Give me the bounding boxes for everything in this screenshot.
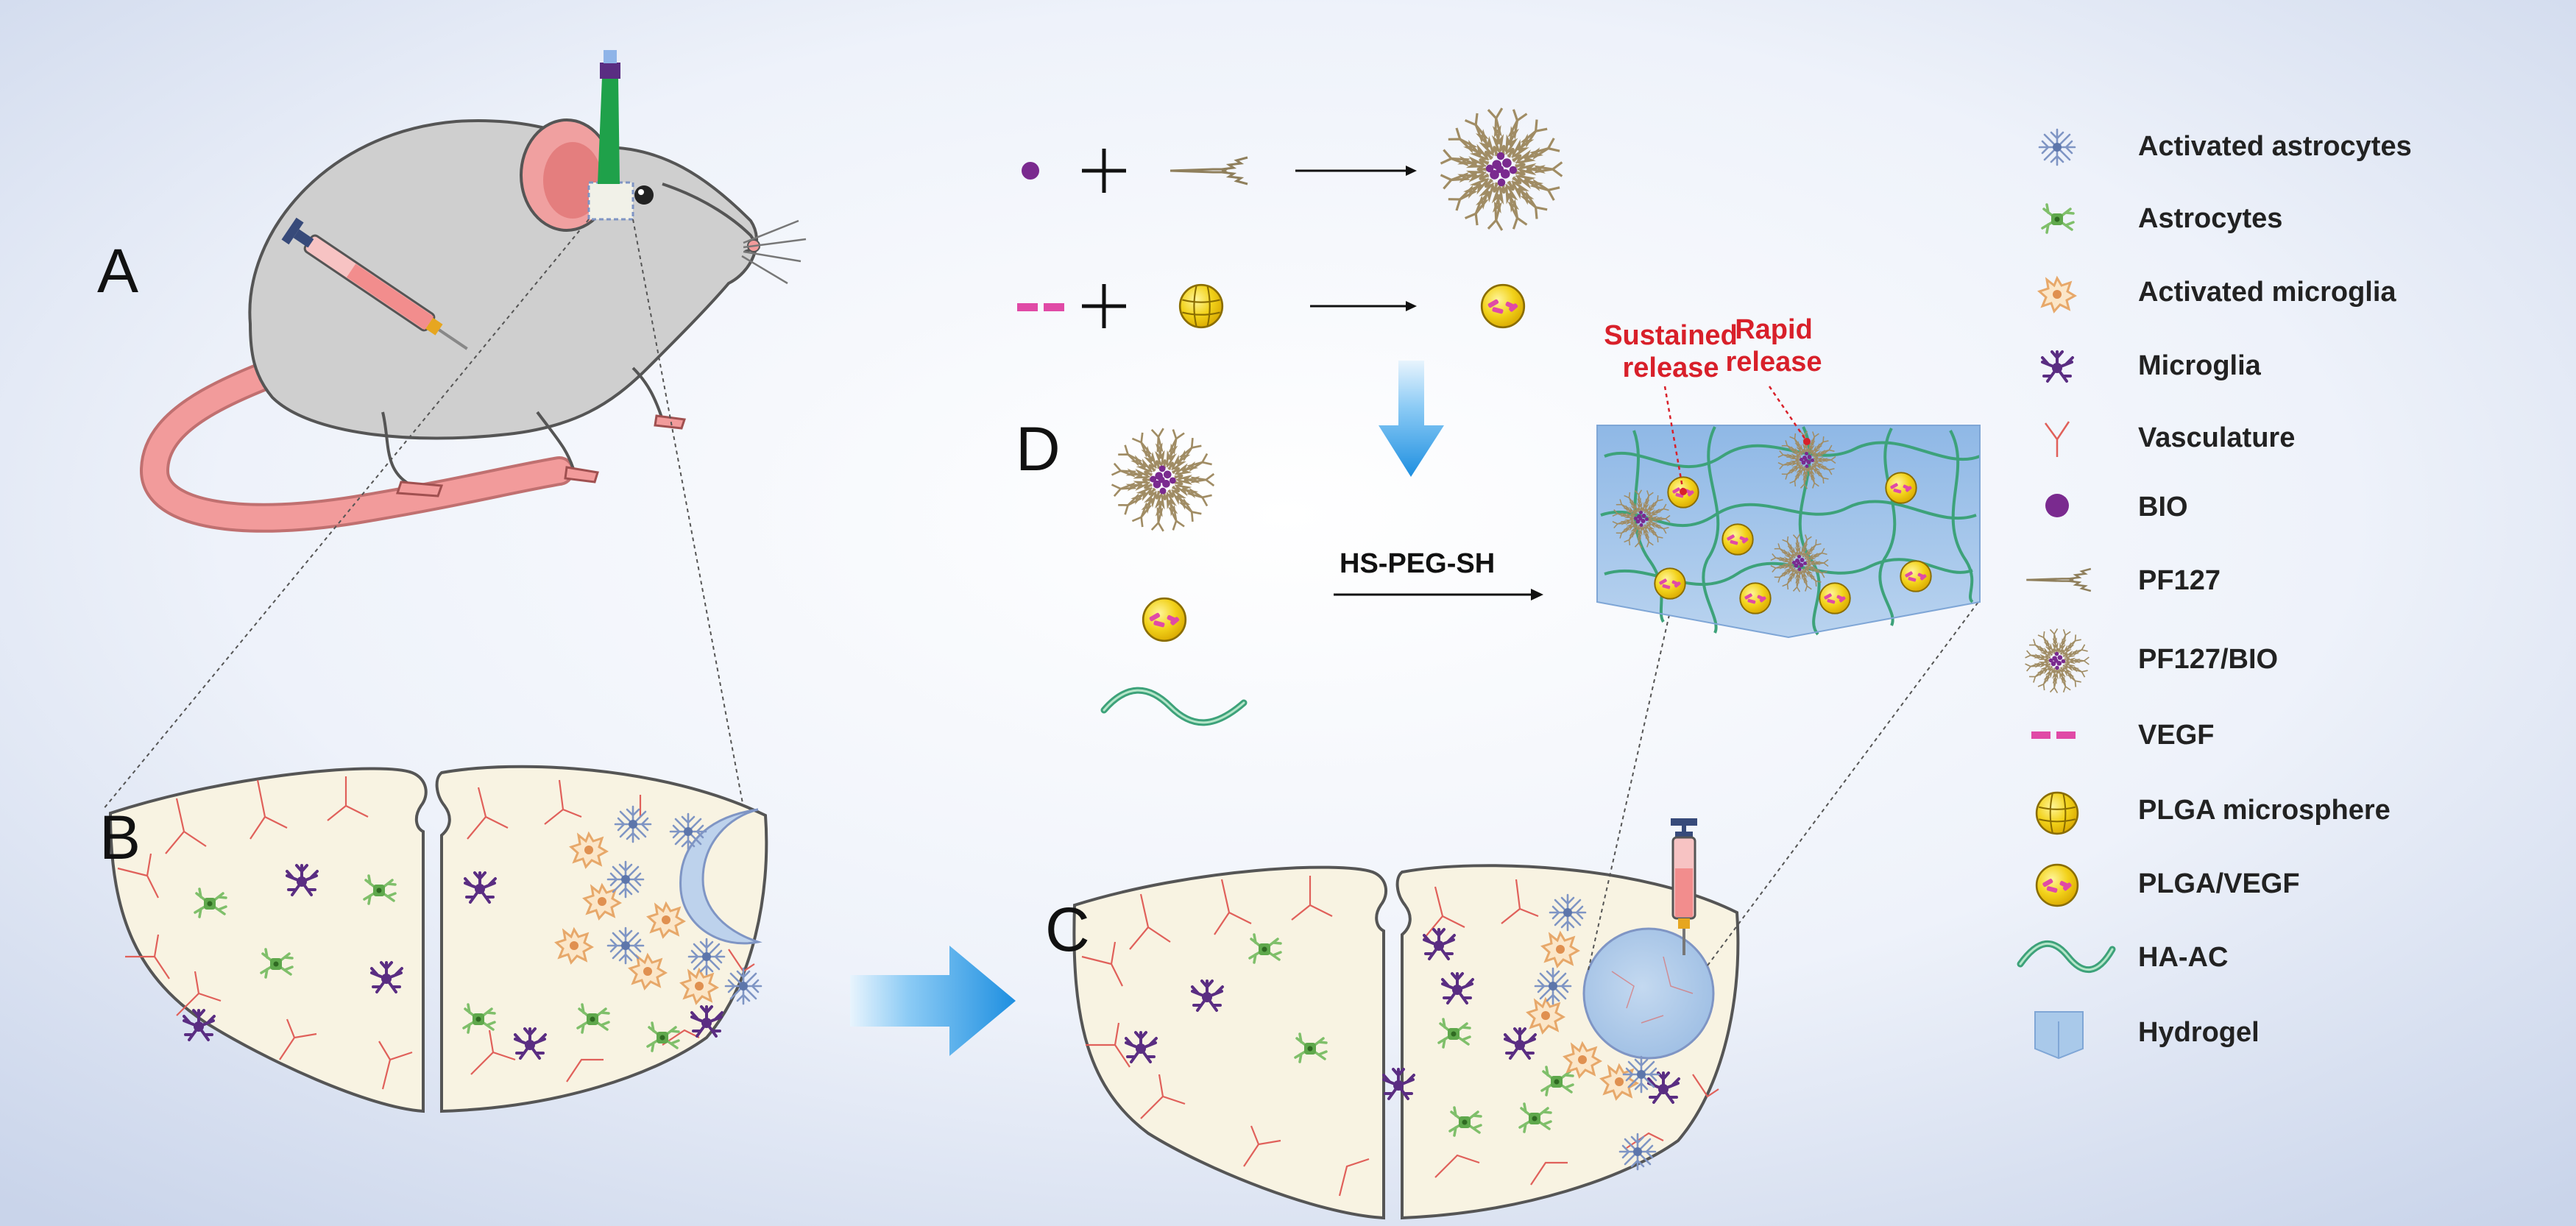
panel-label-c: C xyxy=(1045,895,1090,964)
panel-label-a: A xyxy=(97,236,139,305)
activated-astrocyte-cell xyxy=(614,805,652,843)
activated-astrocyte-cell xyxy=(1534,967,1572,1005)
rapid-line-2: release xyxy=(1725,347,1822,378)
activated-astrocyte-cell xyxy=(724,967,762,1005)
plga-microsphere-icon xyxy=(2035,791,2079,835)
mouse-illustration xyxy=(139,50,807,533)
activated-astrocyte-cell xyxy=(1622,1055,1660,1094)
legend-label-activated-microglia: Activated microglia xyxy=(2138,277,2396,308)
synthesis-scheme xyxy=(1017,108,1981,726)
legend-label-bio: BIO xyxy=(2138,492,2188,522)
legend-label-pf127-bio: PF127/BIO xyxy=(2138,644,2279,675)
legend-label-microglia: Microglia xyxy=(2138,350,2261,381)
crosslinker-label: HS-PEG-SH xyxy=(1340,548,1496,579)
sustained-line-2: release xyxy=(1622,352,1719,383)
legend-icons xyxy=(2017,128,2116,1060)
activated-astrocyte-cell xyxy=(669,812,707,851)
hydrogel-network xyxy=(1596,425,1981,639)
sustained-line-1: Sustained xyxy=(1604,320,1738,351)
vegf-icon xyxy=(2031,731,2050,739)
bio-dot-icon xyxy=(2045,494,2069,517)
panel-label-b: B xyxy=(99,803,141,872)
activated-astrocyte-cell xyxy=(1549,893,1587,932)
legend-label-astrocytes: Astrocytes xyxy=(2138,203,2283,234)
activated-astrocyte-cell xyxy=(606,926,645,965)
brain-section-c xyxy=(1072,601,1979,1220)
legend-label-plga-microsphere: PLGA microsphere xyxy=(2138,795,2391,826)
activated-astrocyte-icon xyxy=(2038,128,2076,166)
legend-label-vasculature: Vasculature xyxy=(2138,422,2296,453)
legend-label-plga-vegf: PLGA/VEGF xyxy=(2138,868,2300,899)
rapid-release-annotation: Rapid release xyxy=(1715,313,1833,378)
legend-label-vegf: VEGF xyxy=(2138,720,2215,751)
legend-label-activated-astrocytes: Activated astrocytes xyxy=(2138,131,2412,162)
activated-astrocyte-cell xyxy=(1618,1133,1657,1171)
syringe-icon xyxy=(1671,818,1697,955)
legend-label-pf127: PF127 xyxy=(2138,565,2221,596)
rapid-line-1: Rapid xyxy=(1735,314,1813,345)
zoom-lines-a-b xyxy=(102,219,751,847)
panel-label-d: D xyxy=(1016,414,1061,483)
activated-astrocyte-cell xyxy=(606,860,645,899)
sustained-release-annotation: Sustained release xyxy=(1597,319,1744,384)
transition-arrow-icon xyxy=(850,946,1016,1056)
legend-label-ha-ac: HA-AC xyxy=(2138,942,2229,973)
plga-vegf-icon xyxy=(2035,863,2079,907)
activated-astrocyte-cell xyxy=(687,938,726,976)
legend-label-hydrogel: Hydrogel xyxy=(2138,1017,2260,1048)
